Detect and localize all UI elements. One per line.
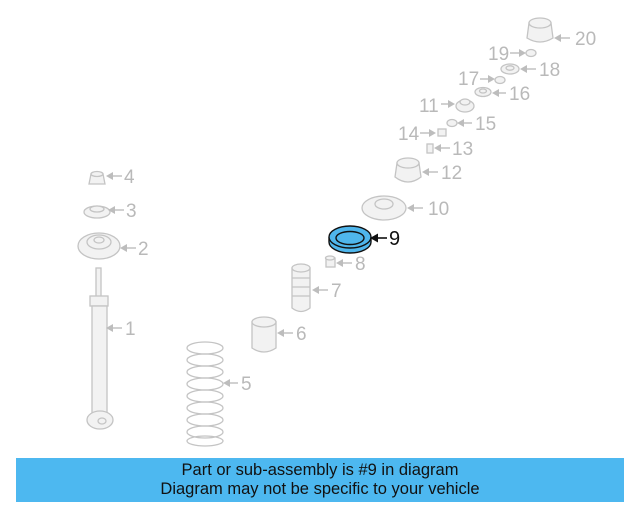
callout-8: 8: [336, 254, 366, 275]
part-2-upper-mount: [77, 232, 121, 260]
part-17-nut: [494, 75, 506, 85]
part-6-bump-stop: [251, 316, 277, 353]
part-9-spring-seat-highlighted[interactable]: [328, 225, 372, 254]
callout-label-3: 3: [126, 201, 137, 222]
part-11-bearing: [455, 98, 475, 113]
part-7-dust-boot: [291, 263, 311, 313]
part-20-top-cap: [526, 17, 554, 43]
callout-label-19: 19: [488, 44, 509, 65]
part-14-nut: [437, 128, 447, 137]
callout-label-15: 15: [475, 114, 496, 135]
callout-12: 12: [422, 163, 462, 184]
callout-label-14: 14: [398, 124, 420, 145]
part-8-bushing: [324, 255, 336, 268]
callout-19: 19: [488, 44, 526, 65]
callout-label-17: 17: [458, 69, 479, 90]
part-16-washer: [474, 86, 492, 98]
banner-line-disclaimer: Diagram may not be specific to your vehi…: [160, 480, 480, 498]
callout-label-13: 13: [452, 139, 473, 160]
callout-label-4: 4: [124, 167, 135, 188]
callout-label-9: 9: [389, 228, 400, 250]
callout-11: 11: [419, 96, 455, 117]
callout-6: 6: [277, 324, 307, 345]
callout-2: 2: [120, 239, 149, 260]
part-19-nut: [525, 48, 537, 58]
callout-16: 16: [492, 84, 530, 105]
callout-17: 17: [458, 69, 495, 90]
callout-3: 3: [108, 201, 137, 222]
banner-line-part: Part or sub-assembly is #9 in diagram: [181, 461, 459, 479]
callout-label-2: 2: [138, 239, 149, 260]
callout-label-12: 12: [441, 163, 462, 184]
callout-label-6: 6: [296, 324, 307, 345]
callout-15: 15: [457, 114, 496, 135]
callout-10: 10: [407, 199, 449, 220]
callout-label-5: 5: [241, 374, 252, 395]
callout-label-20: 20: [575, 29, 596, 50]
part-15-washer: [446, 118, 458, 128]
callout-1: 1: [106, 319, 136, 340]
callout-9-highlighted: 9: [370, 228, 400, 250]
callout-label-7: 7: [331, 281, 342, 302]
part-1-shock-absorber: [86, 267, 114, 430]
part-10-upper-seat: [361, 195, 407, 221]
part-12-strut-mount: [394, 157, 422, 183]
callout-label-1: 1: [125, 319, 136, 340]
part-3-washer: [83, 205, 111, 219]
callout-label-8: 8: [355, 254, 366, 275]
callout-label-11: 11: [419, 96, 439, 117]
callout-4: 4: [106, 167, 135, 188]
callout-5: 5: [223, 374, 252, 395]
callout-7: 7: [312, 281, 342, 302]
callout-label-16: 16: [509, 84, 530, 105]
callout-20: 20: [554, 29, 596, 50]
info-banner: Part or sub-assembly is #9 in diagram Di…: [16, 458, 624, 502]
callout-18: 18: [520, 60, 560, 81]
callout-14: 14: [398, 124, 436, 145]
callout-label-18: 18: [539, 60, 560, 81]
part-4-nut: [88, 170, 106, 185]
part-5-coil-spring: [186, 341, 224, 447]
callout-label-10: 10: [428, 199, 449, 220]
part-13-sleeve: [426, 143, 434, 154]
part-18-washer: [500, 63, 520, 75]
callout-13: 13: [434, 139, 473, 160]
